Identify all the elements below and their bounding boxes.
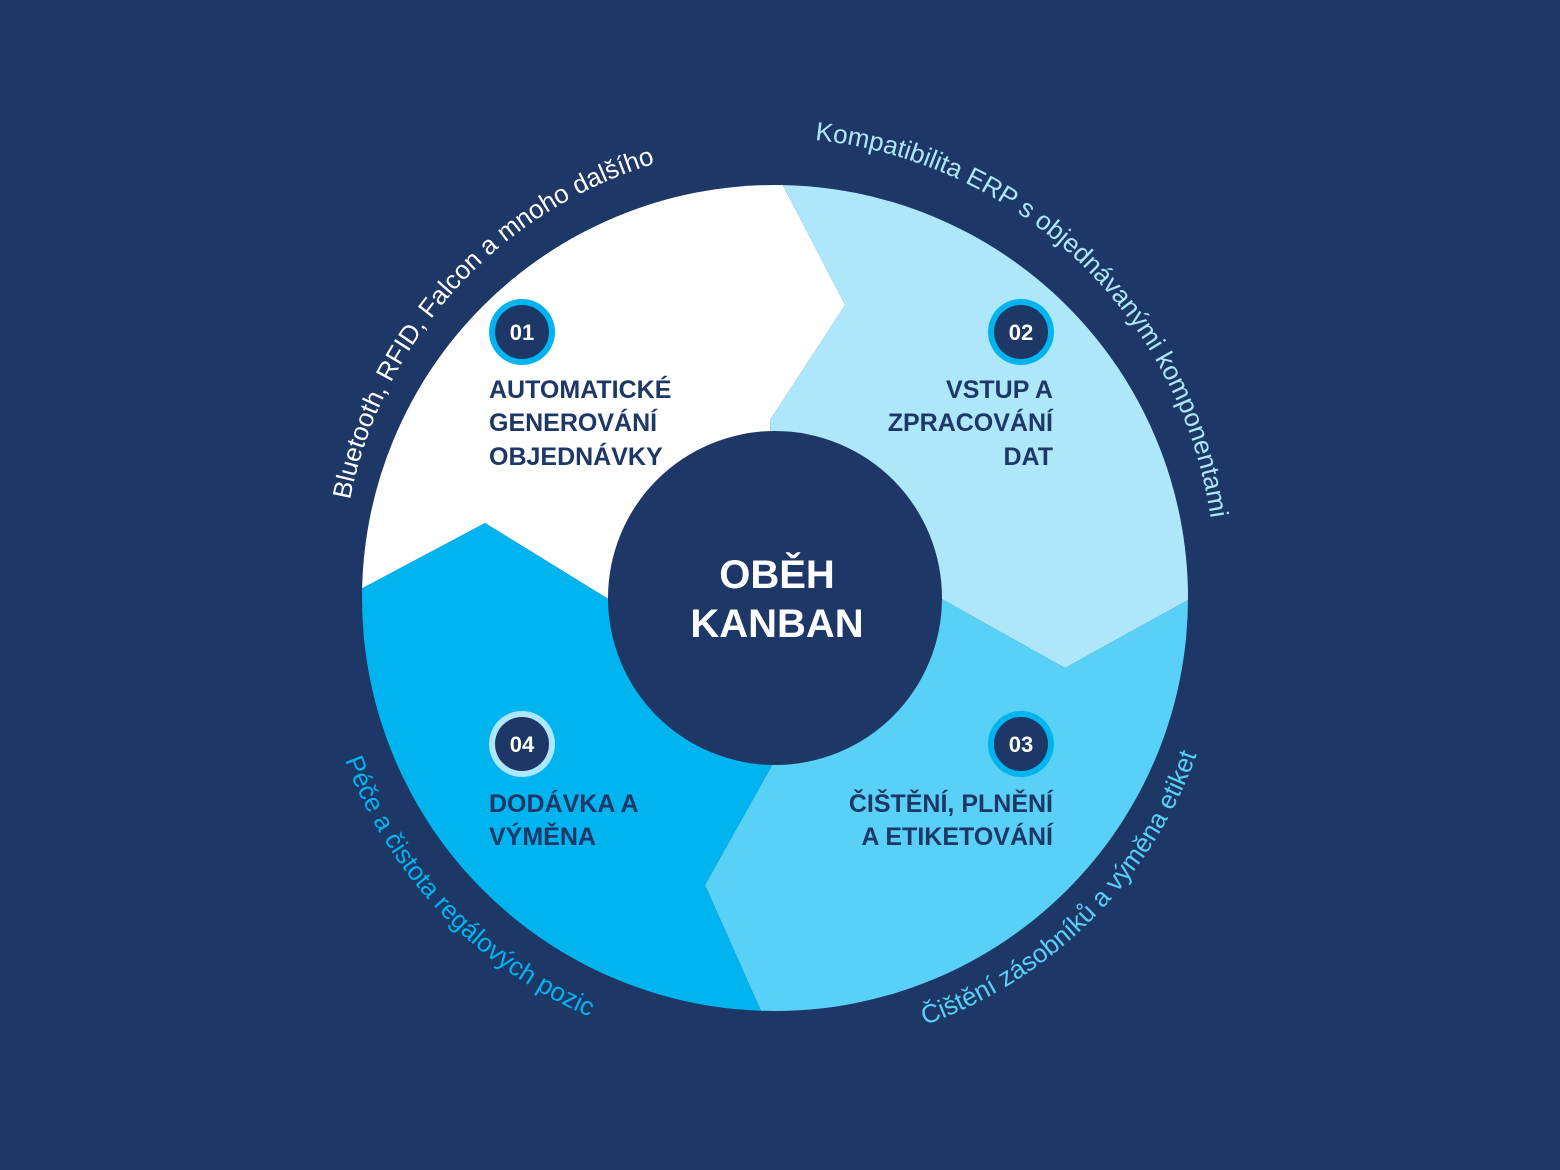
step-03-badge (994, 717, 1048, 771)
center-hub (608, 431, 942, 765)
step-04: 04 DODÁVKA A VÝMĚNA (489, 711, 639, 851)
step-01: 01 AUTOMATICKÉ GENEROVÁNÍ OBJEDNÁVKY (489, 299, 671, 471)
step-01-number: 01 (510, 320, 534, 345)
step-04-title-line-2: VÝMĚNA (489, 821, 596, 851)
step-01-title-line-1: AUTOMATICKÉ (489, 375, 671, 404)
step-02-title-line-1: VSTUP A (946, 376, 1053, 404)
center-title-line-2: KANBAN (690, 602, 863, 646)
step-01-badge (495, 305, 549, 359)
step-04-badge (495, 717, 549, 771)
step-03-number: 03 (1009, 732, 1033, 757)
step-02-title-line-3: DAT (1003, 443, 1053, 471)
step-04-title-line-1: DODÁVKA A (489, 789, 639, 818)
step-04-number: 04 (510, 732, 535, 757)
step-03-title-line-1: ČIŠTĚNÍ, PLNĚNÍ (849, 788, 1054, 818)
step-02: 02 VSTUP A ZPRACOVÁNÍ DAT (888, 299, 1054, 471)
step-02-badge (994, 305, 1048, 359)
step-01-title-line-3: OBJEDNÁVKY (489, 442, 663, 471)
step-02-title-line-2: ZPRACOVÁNÍ (888, 408, 1054, 437)
step-03: 03 ČIŠTĚNÍ, PLNĚNÍ A ETIKETOVÁNÍ (849, 711, 1054, 851)
step-02-number: 02 (1009, 320, 1033, 345)
center-title-line-1: OBĚH (719, 551, 835, 597)
step-01-title-line-2: GENEROVÁNÍ (489, 408, 658, 437)
step-03-title-line-2: A ETIKETOVÁNÍ (861, 822, 1054, 851)
